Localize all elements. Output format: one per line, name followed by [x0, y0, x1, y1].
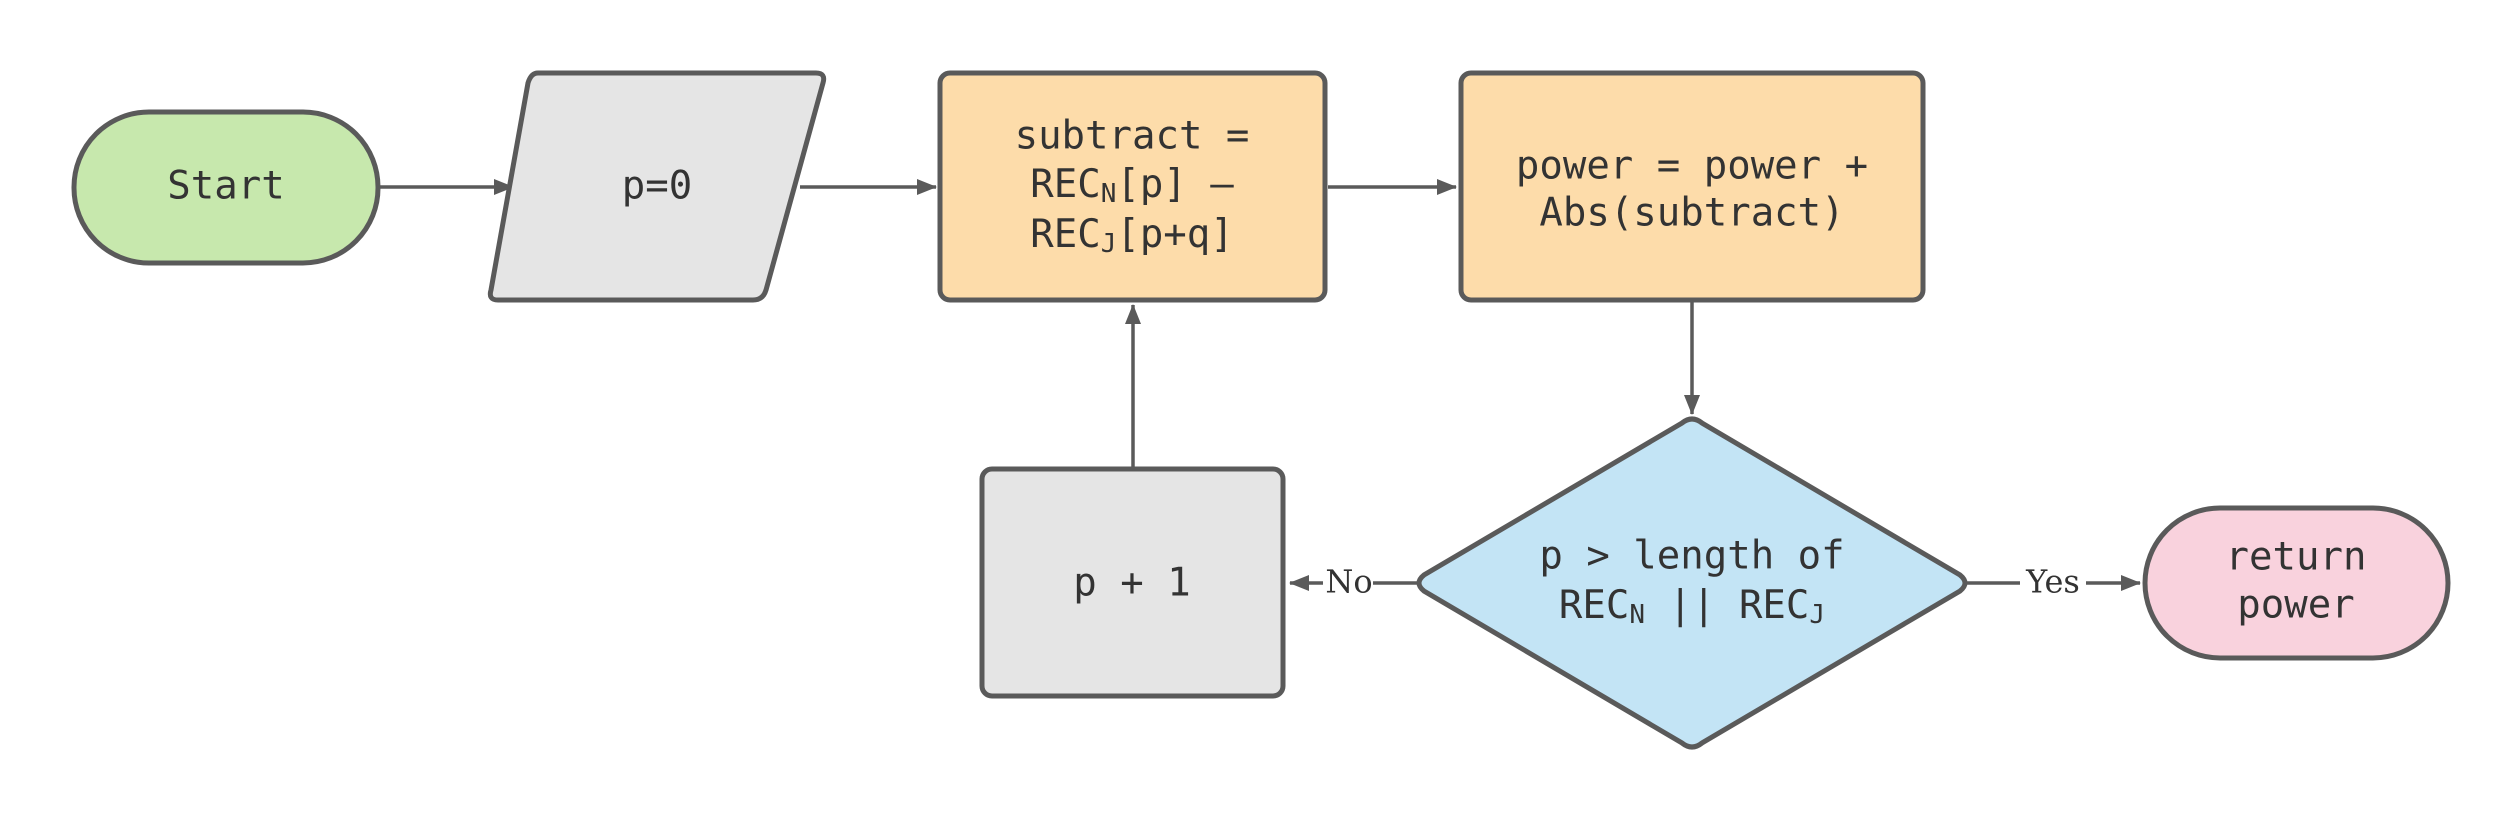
power-node: power = power + Abs(subtract)	[1458, 70, 1926, 303]
yes-label-bg	[2020, 565, 2086, 601]
power-line1: power = power +	[1516, 144, 1868, 189]
init-node: p=0	[487, 70, 827, 303]
decision-line1: p > length of	[1539, 534, 1844, 579]
start-node: Start	[71, 109, 381, 266]
edge-label-no: No	[1325, 563, 1372, 601]
end-line2: power	[2237, 583, 2354, 628]
decision-line2: RECN || RECJ	[1559, 583, 1825, 630]
start-label: Start	[167, 164, 284, 209]
subtract-line1: subtract =	[1015, 114, 1250, 159]
no-label-bg	[1323, 565, 1373, 601]
end-node: return power	[2142, 505, 2451, 661]
init-label: p=0	[622, 164, 692, 209]
edge-label-yes: Yes	[2025, 563, 2080, 601]
power-line2: Abs(subtract)	[1539, 191, 1844, 236]
subtract-node: subtract = RECN[p] – RECJ[p+q]	[937, 70, 1328, 303]
end-line1: return	[2226, 535, 2367, 580]
increment-node: p + 1	[979, 466, 1286, 699]
subtract-line2: RECN[p] –	[1030, 162, 1234, 209]
decision-node: p > length of RECN || RECJ	[1416, 416, 1968, 750]
increment-label: p + 1	[1073, 561, 1190, 606]
subtract-line3: RECJ[p+q]	[1030, 212, 1234, 259]
